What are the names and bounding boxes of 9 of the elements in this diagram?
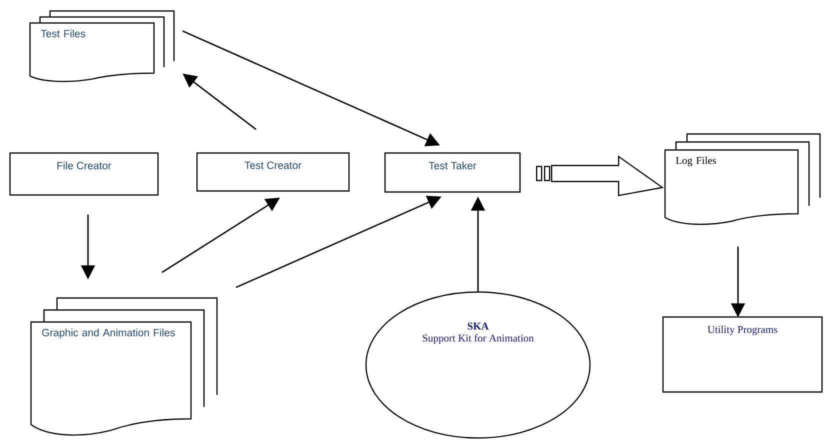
document-stack: Log Files [664, 133, 821, 225]
process-box: Test Taker [384, 152, 521, 193]
document-stack: Test Files [29, 10, 175, 82]
process-box: Utility Programs [662, 316, 823, 393]
node-label: Graphic and Animation Files [42, 328, 175, 338]
process-box: File Creator [9, 152, 159, 196]
block-arrow [536, 155, 664, 196]
document-stack: Graphic and Animation Files [30, 297, 218, 436]
process-box: Test Creator [196, 152, 350, 192]
